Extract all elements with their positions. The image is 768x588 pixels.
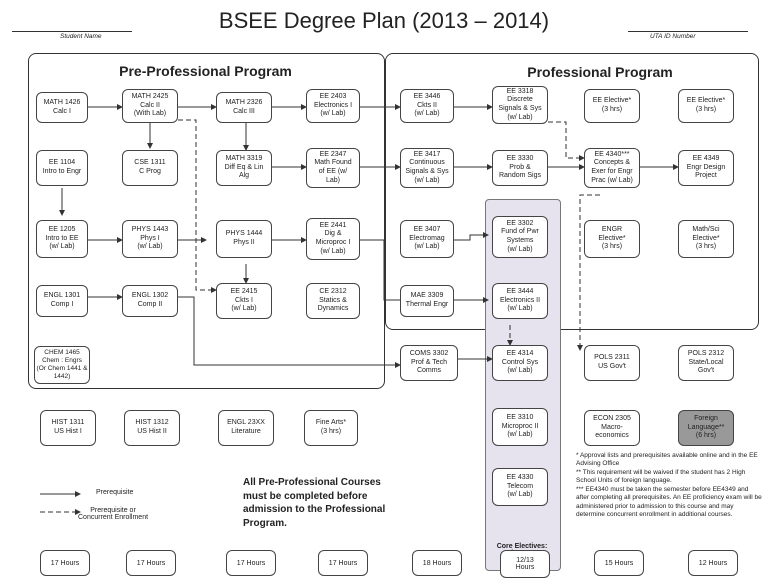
course-math3319[interactable]: MATH 3319 Diff Eq & Lin Alg — [216, 150, 272, 186]
foreign-language[interactable]: Foreign Language** (6 hrs) — [678, 410, 734, 446]
course-phys1443[interactable]: PHYS 1443 Phys I (w/ Lab) — [122, 220, 178, 258]
ee-elective-2[interactable]: EE Elective* (3 hrs) — [678, 89, 734, 123]
footnotes: * Approval lists and prerequisites avail… — [576, 452, 762, 520]
course-pols2312[interactable]: POLS 2312 State/Local Gov't — [678, 345, 734, 381]
course-ee3417[interactable]: EE 3417 Continuous Signals & Sys (w/ Lab… — [400, 148, 454, 188]
course-coms3302[interactable]: COMS 3302 Prof & Tech Comms — [400, 345, 458, 381]
footnote-3: *** EE4340 must be taken the semester be… — [576, 485, 762, 519]
course-ee3318[interactable]: EE 3318 Discrete Signals & Sys (w/ Lab) — [492, 86, 548, 124]
course-cse1311[interactable]: CSE 1311 C Prog — [122, 150, 178, 186]
course-engl1302[interactable]: ENGL 1302 Comp II — [122, 285, 178, 317]
course-ee2415[interactable]: EE 2415 Ckts I (w/ Lab) — [216, 283, 272, 319]
mathsci-elective[interactable]: Math/Sci Elective* (3 hrs) — [678, 220, 734, 258]
course-mae3309[interactable]: MAE 3309 Thermal Engr — [400, 285, 454, 317]
page-title: BSEE Degree Plan (2013 – 2014) — [218, 8, 550, 33]
course-ee3330[interactable]: EE 3330 Prob & Random Sigs — [492, 150, 548, 186]
semester-hours-8: 12 Hours — [688, 550, 738, 576]
course-ee3302[interactable]: EE 3302 Fund of Pwr Systems (w/ Lab) — [492, 216, 548, 258]
semester-hours-2: 17 Hours — [126, 550, 176, 576]
course-ee1205[interactable]: EE 1205 Intro to EE (w/ Lab) — [36, 220, 88, 258]
course-hist1311[interactable]: HIST 1311 US Hist I — [40, 410, 96, 446]
legend-prerequisite: Prerequisite — [96, 489, 134, 496]
course-ee4330[interactable]: EE 4330 Telecom (w/ Lab) — [492, 468, 548, 506]
course-ee3446[interactable]: EE 3446 Ckts II (w/ Lab) — [400, 89, 454, 123]
ee-elective-1[interactable]: EE Elective* (3 hrs) — [584, 89, 640, 123]
admission-note: All Pre-Professional Courses must be com… — [243, 477, 386, 529]
professional-title: Professional Program — [527, 64, 673, 80]
semester-hours-5: 18 Hours — [412, 550, 462, 576]
student-name-line[interactable] — [12, 31, 132, 32]
course-ee3310[interactable]: EE 3310 Microproc II (w/ Lab) — [492, 408, 548, 446]
course-econ2305[interactable]: ECON 2305 Macro- economics — [584, 410, 640, 446]
course-math2326[interactable]: MATH 2326 Calc III — [216, 92, 272, 123]
course-engl1301[interactable]: ENGL 1301 Comp I — [36, 285, 88, 317]
footnote-1: * Approval lists and prerequisites avail… — [576, 452, 758, 468]
pre-professional-title: Pre-Professional Program — [119, 63, 292, 79]
course-phys1444[interactable]: PHYS 1444 Phys II — [216, 220, 272, 258]
course-ee4349[interactable]: EE 4349 Engr Design Project — [678, 150, 734, 186]
student-name-label: Student Name — [60, 33, 102, 40]
course-ee4314[interactable]: EE 4314 Control Sys (w/ Lab) — [492, 345, 548, 381]
semester-hours-7: 15 Hours — [594, 550, 644, 576]
legend-concurrent: Prerequisite or Concurrent Enrollment — [78, 507, 149, 521]
course-math1426[interactable]: MATH 1426 Calc I — [36, 92, 88, 123]
course-hist1312[interactable]: HIST 1312 US Hist II — [124, 410, 180, 446]
course-ee2403[interactable]: EE 2403 Electronics I (w/ Lab) — [306, 89, 360, 123]
course-pols2311[interactable]: POLS 2311 US Gov't — [584, 345, 640, 381]
engr-elective[interactable]: ENGR Elective* (3 hrs) — [584, 220, 640, 258]
footnote-2: ** This requirement will be waived if th… — [576, 468, 746, 485]
semester-hours-4: 17 Hours — [318, 550, 368, 576]
course-math2425[interactable]: MATH 2425 Calc II (With Lab) — [122, 89, 178, 123]
course-ee3444[interactable]: EE 3444 Electronics II (w/ Lab) — [492, 283, 548, 319]
fine-arts[interactable]: Fine Arts* (3 hrs) — [304, 410, 358, 446]
course-ee2347[interactable]: EE 2347 Math Found of EE (w/ Lab) — [306, 148, 360, 188]
semester-hours-6: 12/13 Hours — [500, 550, 550, 578]
professional-panel — [385, 53, 759, 330]
uta-id-line[interactable] — [628, 31, 748, 32]
course-ee4340[interactable]: EE 4340*** Concepts & Exer for Engr Prac… — [584, 148, 640, 188]
course-chem1465[interactable]: CHEM 1465 Chem : Engrs (Or Chem 1441 & 1… — [34, 346, 90, 384]
pre-professional-panel — [28, 53, 385, 389]
uta-id-label: UTA ID Number — [650, 33, 696, 40]
course-ce2312[interactable]: CE 2312 Statics & Dynamics — [306, 283, 360, 319]
core-electives-box — [485, 199, 561, 571]
semester-hours-3: 17 Hours — [226, 550, 276, 576]
course-engl23xx[interactable]: ENGL 23XX Literature — [218, 410, 274, 446]
course-ee3407[interactable]: EE 3407 Electromag (w/ Lab) — [400, 220, 454, 258]
course-ee1104[interactable]: EE 1104 Intro to Engr — [36, 150, 88, 186]
semester-hours-1: 17 Hours — [40, 550, 90, 576]
course-ee2441[interactable]: EE 2441 Dig & Microproc I (w/ Lab) — [306, 218, 360, 260]
